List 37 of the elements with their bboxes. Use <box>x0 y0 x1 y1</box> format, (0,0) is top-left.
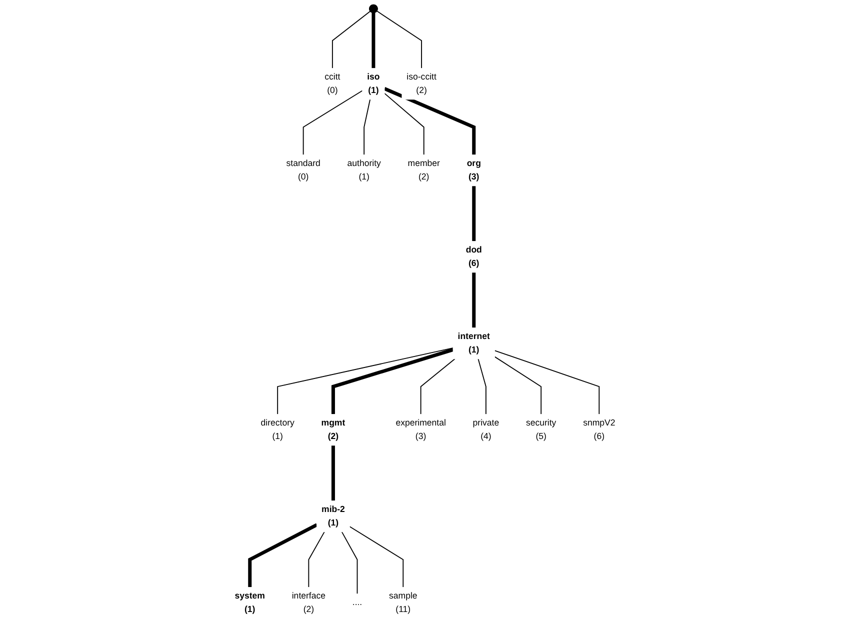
connector <box>376 10 422 69</box>
node-text: mib-2 (1) <box>322 504 345 528</box>
connector <box>478 358 486 415</box>
connector <box>331 445 335 501</box>
node-text: authority (1) <box>347 158 381 182</box>
node-text: experimental (3) <box>396 418 446 441</box>
connector <box>277 347 454 415</box>
node-text: interface (2) <box>292 590 326 614</box>
node-text: security (5) <box>526 418 556 441</box>
node-text: standard (0) <box>286 158 320 182</box>
connector <box>420 358 456 415</box>
connector <box>384 92 424 156</box>
connector <box>331 348 454 414</box>
node-text: member (2) <box>408 158 440 182</box>
node-text: sample (11) <box>389 590 418 614</box>
connector <box>372 12 376 68</box>
node-text: private (4) <box>472 418 500 441</box>
node-text: .... <box>352 597 362 608</box>
connector <box>302 90 363 156</box>
node-text: system (1) <box>234 590 265 614</box>
node-text: dod (6) <box>466 244 482 268</box>
connector <box>308 531 325 588</box>
node-text: mgmt (2) <box>321 418 346 441</box>
connector <box>332 10 371 69</box>
connector <box>364 98 371 156</box>
connector <box>472 186 476 242</box>
node-text: org (3) <box>466 158 481 182</box>
connector <box>349 526 404 588</box>
connector <box>494 356 542 415</box>
connector <box>384 87 476 155</box>
connector <box>472 272 476 328</box>
node-text: directory (1) <box>260 418 294 441</box>
connector <box>248 523 318 588</box>
connector <box>494 350 600 415</box>
node-text: snmpV2 (6) <box>583 418 616 441</box>
connector <box>341 531 358 594</box>
node-text: ccitt (0) <box>324 72 340 95</box>
